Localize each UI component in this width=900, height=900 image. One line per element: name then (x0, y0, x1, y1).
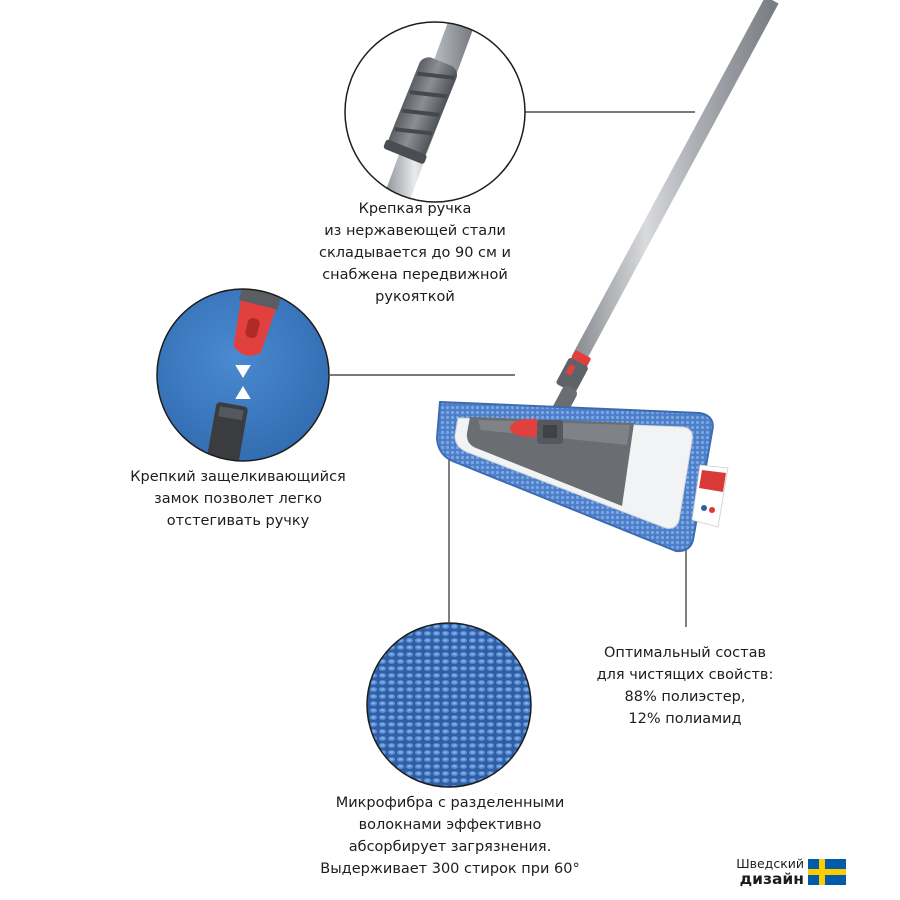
swedish-flag-icon (808, 859, 846, 885)
badge-line-2: дизайн (739, 870, 804, 888)
handle-caption-line: снабжена передвижной (322, 267, 508, 283)
handle-caption-line: из нержавеющей стали (324, 223, 506, 239)
composition-caption-line: для чистящих свойств: (596, 667, 774, 683)
lock-caption-line: замок позволет легко (154, 491, 322, 507)
swedish-design-badge: Шведский дизайн (736, 857, 866, 893)
composition-caption-line: 12% полиамид (628, 711, 742, 727)
connector-lines (330, 111, 695, 627)
mop-handle (546, 0, 779, 428)
composition-caption: Оптимальный состав для чистящих свойств:… (590, 642, 780, 730)
badge-text: Шведский дизайн (736, 857, 804, 888)
mop-head (435, 400, 729, 553)
handle-caption-line: рукояткой (375, 289, 455, 305)
microfiber-caption-line: волокнами эффективно (358, 817, 542, 833)
microfiber-caption-line: Микрофибра с разделенными (335, 795, 565, 811)
composition-caption-line: 88% полиэстер, (624, 689, 746, 705)
handle-detail-circle (344, 21, 526, 203)
microfiber-detail-circle (366, 622, 532, 788)
microfiber-caption-line: абсорбирует загрязнения. (348, 839, 552, 855)
lock-detail-circle (156, 288, 330, 462)
handle-caption-line: складывается до 90 см и (319, 245, 511, 261)
microfiber-caption-line: Выдерживает 300 стирок при 60° (320, 861, 580, 877)
badge-line-1: Шведский (736, 856, 804, 871)
handle-caption-line: Крепкая ручка (358, 201, 472, 217)
composition-caption-line: Оптимальный состав (603, 645, 767, 661)
lock-caption: Крепкий защелкивающийся замок позволет л… (118, 466, 358, 532)
microfiber-caption: Микрофибра с разделенными волокнами эффе… (305, 792, 595, 880)
handle-caption: Крепкая ручка из нержавеющей стали склад… (315, 198, 515, 308)
lock-caption-line: Крепкий защелкивающийся (130, 469, 346, 485)
lock-caption-line: отстегивать ручку (166, 513, 310, 529)
